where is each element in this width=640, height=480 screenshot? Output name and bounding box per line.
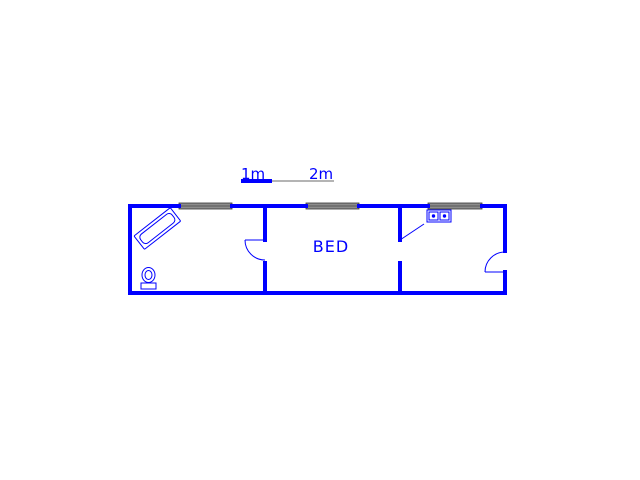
door-bathroom: [244, 239, 266, 261]
scale-label-1m: 1m: [241, 165, 265, 183]
doors: [244, 223, 506, 273]
scale-bar-light-segment: [272, 180, 334, 182]
door-bedroom-kitchen: [399, 223, 425, 241]
scale-bar: 1m 2m: [241, 165, 334, 183]
door-exterior: [484, 251, 506, 273]
toilet-icon: [140, 267, 157, 290]
bathtub-icon: [133, 207, 181, 250]
scale-bar-dark-segment: [241, 179, 272, 183]
windows: [178, 202, 483, 210]
kitchen-sink-icon: [426, 209, 452, 223]
room-label-bedroom: BED: [313, 237, 349, 256]
walls: [128, 204, 507, 295]
scale-label-2m: 2m: [309, 165, 333, 183]
